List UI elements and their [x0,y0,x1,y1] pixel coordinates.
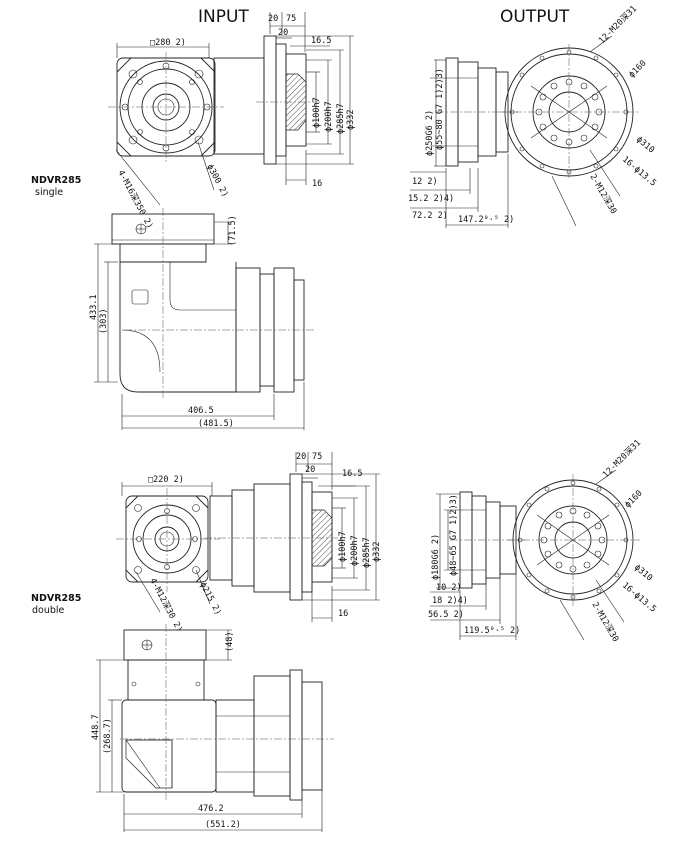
dim-double-75: 75 [312,452,322,462]
dim-single-481: (481.5) [198,419,234,429]
dim-single-16: 16 [312,179,322,189]
dim-double-551: (551.2) [205,820,241,830]
dim-single-out-m12: 2-M12深30 [587,173,618,216]
dim-single-75: 75 [286,14,296,24]
model-variant-double: double [32,605,65,616]
dim-single-out-310: ϕ310 [634,135,656,156]
dim-single-71_5: (71.5) [228,215,238,246]
dim-double-448: 448.7 [91,714,101,740]
dim-single-h285: ϕ285h7 [336,103,346,134]
dim-double-out-10: 10 2) [436,583,462,593]
dim-double-out-56_5: 56.5 2) [428,610,464,620]
dim-double-pcd: ϕ215 2) [197,581,223,617]
double-side-view [96,624,334,832]
dim-double-out-13_5: 16-ϕ13.5 [620,581,658,615]
dim-single-406: 406.5 [188,406,214,416]
single-output-view [410,35,640,228]
dim-single-square: □280 2) [150,38,186,48]
single-input-flange-view [213,12,354,185]
dim-single-h332: ϕ332 [346,110,356,130]
dim-double-h100: ϕ100h7 [338,531,348,562]
dim-single-out-13_5: 16-ϕ13.5 [620,155,658,189]
dim-double-476: 476.2 [198,804,224,814]
dim-double-16_5: 16.5 [342,469,362,479]
dim-double-h285: ϕ285h7 [362,537,372,568]
single-output-holes [509,49,629,175]
dim-double-out-18: 18 2)4) [432,596,468,606]
dim-single-out-15_2: 15.2 2)4) [408,194,454,204]
dim-single-bolt: 4-M16深350 2) [115,169,154,231]
model-name-single: NDVR285 [31,175,81,186]
dim-single-h200: ϕ200h7 [324,101,334,132]
double-output-view [430,469,640,641]
dim-single-pcd: ϕ300 2) [204,163,230,199]
dim-single-433: 433.1 [89,294,99,320]
single-input-front-view: □280 2) [108,38,224,206]
dim-single-303: (303) [99,308,109,334]
dim-double-20b: 20 [305,465,315,475]
dim-double-out-holes: 12-M20深31 [601,438,643,480]
dim-double-out-180: ϕ180G6 2) [431,534,441,580]
dim-double-48: (48) [225,632,235,652]
dim-double-h332: ϕ332 [372,542,382,562]
dim-double-out-160: ϕ160 [623,489,645,511]
single-side-view [94,208,316,430]
dim-double-h200: ϕ200h7 [350,535,360,566]
header-output: OUTPUT [500,7,570,27]
dim-single-h100: ϕ100h7 [312,97,322,128]
dim-double-square: □220 2) [148,475,184,485]
dim-double-20: 20 [296,452,306,462]
dim-double-out-119: 119.5⁰⋅⁵ 2) [464,626,520,636]
dim-single-out-160: ϕ160 [627,59,649,81]
dim-single-out-holes: 12-M20深31 [597,4,639,46]
dim-double-268: (268.7) [103,718,113,754]
dim-single-out-72_2: 72.2 2) [412,211,448,221]
dim-single-20b: 20 [278,28,288,38]
model-variant-single: single [35,187,63,198]
dim-single-out-55: ϕ55~80 G7 1)2)3) [435,68,445,150]
dim-single-20: 20 [268,14,278,24]
dim-double-16: 16 [338,609,348,619]
dim-single-out-250: ϕ250G6 2) [425,110,435,156]
dim-single-out-12: 12 2) [412,177,438,187]
dim-single-16_5: 16.5 [311,36,331,46]
model-name-double: NDVR285 [31,593,81,604]
dim-double-out-48: ϕ48~65 G7 1)2)3) [449,494,459,576]
double-input-front-view: □220 2) [116,475,220,613]
double-output-holes [517,480,629,600]
header-input: INPUT [198,7,249,27]
dim-double-out-m12: 2-M12深30 [589,601,620,644]
dim-double-out-310: ϕ310 [632,563,654,584]
dim-single-out-147: 147.2⁰⋅⁵ 2) [458,215,514,225]
double-input-flange-view [204,452,380,622]
